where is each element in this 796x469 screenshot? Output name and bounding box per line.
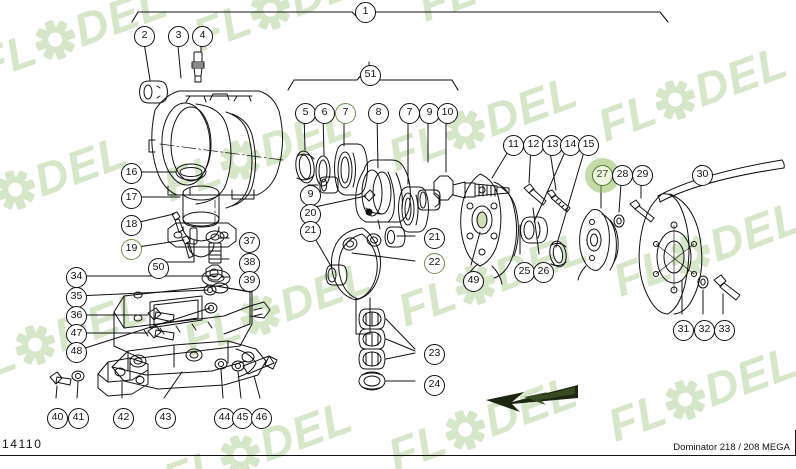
callout-34[interactable]: 34: [66, 267, 87, 288]
callout-29[interactable]: 29: [632, 165, 653, 186]
callout-42[interactable]: 42: [113, 408, 134, 429]
callout-48[interactable]: 48: [66, 342, 87, 363]
callout-25[interactable]: 25: [514, 262, 535, 283]
callout-10[interactable]: 10: [437, 103, 458, 124]
callout-22[interactable]: 22: [424, 253, 445, 274]
callout-27[interactable]: 27: [592, 165, 613, 186]
callout-23[interactable]: 23: [424, 344, 445, 365]
footer-rule: [0, 454, 796, 456]
callout-16[interactable]: 16: [121, 163, 142, 184]
callout-46[interactable]: 46: [251, 408, 272, 429]
callout-7[interactable]: 7: [399, 103, 420, 124]
callout-35[interactable]: 35: [66, 287, 87, 308]
callout-3[interactable]: 3: [168, 26, 189, 47]
callout-18[interactable]: 18: [121, 215, 142, 236]
callout-21[interactable]: 21: [424, 228, 445, 249]
callout-41[interactable]: 41: [68, 408, 89, 429]
callout-31[interactable]: 31: [673, 320, 694, 341]
callout-7[interactable]: 7: [335, 103, 356, 124]
callout-45[interactable]: 45: [232, 408, 253, 429]
callout-40[interactable]: 40: [47, 408, 68, 429]
callout-24[interactable]: 24: [424, 375, 445, 396]
model-name: Dominator 218 / 208 MEGA: [673, 442, 790, 453]
callout-28[interactable]: 28: [612, 165, 633, 186]
callout-1[interactable]: 1: [355, 2, 376, 23]
callout-49[interactable]: 49: [463, 271, 484, 292]
callout-30[interactable]: 30: [692, 165, 713, 186]
callout-37[interactable]: 37: [239, 232, 260, 253]
callout-2[interactable]: 2: [134, 26, 155, 47]
callout-33[interactable]: 33: [714, 320, 735, 341]
callout-12[interactable]: 12: [523, 135, 544, 156]
callout-17[interactable]: 17: [121, 188, 142, 209]
callout-9[interactable]: 9: [419, 103, 440, 124]
callout-11[interactable]: 11: [503, 135, 524, 156]
callout-4[interactable]: 4: [192, 26, 213, 47]
callout-6[interactable]: 6: [314, 103, 335, 124]
callout-39[interactable]: 39: [239, 271, 260, 292]
footer-right-rule: [794, 430, 796, 456]
callout-21[interactable]: 21: [300, 221, 321, 242]
page-code: 14110: [2, 437, 43, 451]
callout-26[interactable]: 26: [533, 262, 554, 283]
callout-9[interactable]: 9: [300, 185, 321, 206]
callout-15[interactable]: 15: [578, 135, 599, 156]
callout-50[interactable]: 50: [148, 258, 169, 279]
callout-32[interactable]: 32: [694, 320, 715, 341]
callout-8[interactable]: 8: [368, 103, 389, 124]
callout-5[interactable]: 5: [295, 103, 316, 124]
callout-43[interactable]: 43: [155, 408, 176, 429]
callout-19[interactable]: 19: [121, 239, 142, 260]
callout-51[interactable]: 51: [360, 65, 381, 86]
